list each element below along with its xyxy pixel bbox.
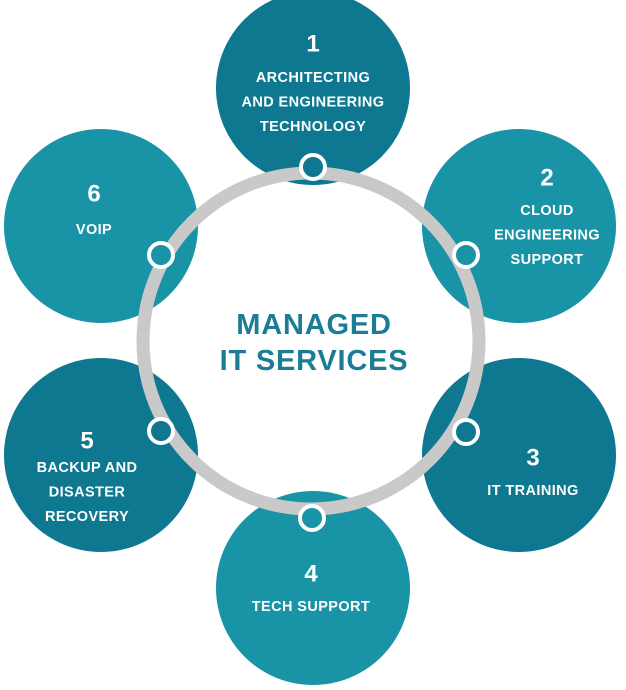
central-ring — [136, 166, 486, 516]
connector-node-6 — [147, 241, 175, 269]
service-label-3: 3 IT TRAINING — [487, 445, 578, 500]
service-circle-6 — [4, 129, 198, 323]
service-5-text-line-1: BACKUP AND — [37, 460, 138, 476]
service-number-4: 4 — [304, 561, 318, 588]
connector-node-2 — [452, 241, 480, 269]
service-4-text-line-1: TECH SUPPORT — [252, 599, 370, 615]
center-title: MANAGED IT SERVICES — [220, 309, 409, 377]
service-6-text-line-1: VOIP — [76, 222, 112, 238]
service-1-text-line-2: AND ENGINEERING — [242, 95, 385, 111]
service-5-text-line-2: DISASTER — [49, 485, 126, 501]
connector-node-5 — [147, 417, 175, 445]
center-title-line-1: MANAGED — [236, 309, 391, 341]
connector-node-3 — [452, 418, 480, 446]
connector-node-1 — [299, 153, 327, 181]
service-1-text-line-3: TECHNOLOGY — [260, 119, 366, 135]
service-2-text-line-3: SUPPORT — [511, 252, 584, 268]
service-2-text-line-2: ENGINEERING — [494, 228, 600, 244]
service-number-6: 6 — [87, 181, 100, 208]
connector-node-4 — [298, 504, 326, 532]
service-3-text-line-1: IT TRAINING — [487, 483, 578, 499]
ring-connectors — [147, 153, 480, 532]
service-number-1: 1 — [306, 31, 319, 58]
service-circle-4 — [216, 491, 410, 685]
service-circle-2 — [422, 129, 616, 323]
service-circles — [4, 0, 616, 685]
service-number-5: 5 — [80, 428, 93, 455]
service-5-text-line-3: RECOVERY — [45, 509, 129, 525]
service-circle-1 — [216, 0, 410, 185]
service-1-text-line-1: ARCHITECTING — [256, 70, 370, 86]
service-2-text-line-1: CLOUD — [520, 203, 574, 219]
center-title-line-2: IT SERVICES — [220, 345, 409, 377]
service-number-3: 3 — [526, 445, 539, 472]
service-circle-3 — [422, 358, 616, 552]
service-number-2: 2 — [540, 165, 553, 192]
